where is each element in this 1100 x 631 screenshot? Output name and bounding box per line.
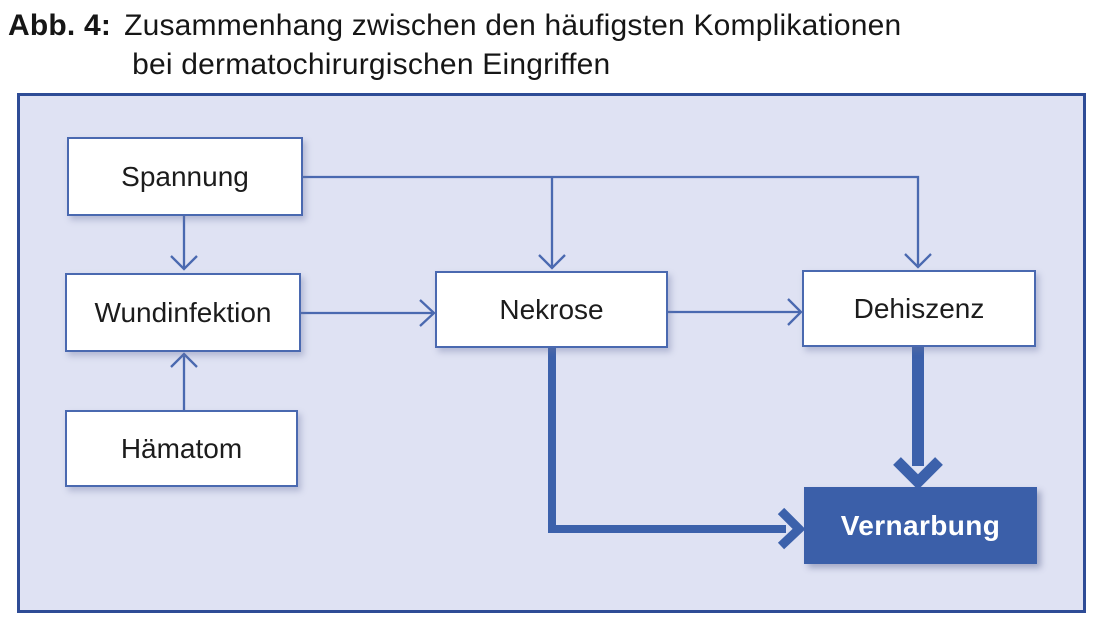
node-label: Nekrose: [499, 293, 604, 325]
node-label: Dehiszenz: [853, 292, 985, 324]
node-nekrose: Nekrose: [435, 271, 668, 348]
figure-caption: Abb. 4: Zusammenhang zwischen den häufig…: [8, 6, 901, 84]
figure-caption-line2: bei dermatochirurgischen Eingriffen: [132, 48, 611, 81]
figure-number-label: Abb. 4:: [8, 9, 112, 42]
node-label: Wundinfektion: [94, 296, 272, 328]
node-label: Spannung: [121, 160, 249, 192]
node-vernarbung: Vernarbung: [804, 487, 1037, 564]
node-wundinfektion: Wundinfektion: [65, 273, 301, 352]
node-dehiszenz: Dehiszenz: [802, 270, 1036, 347]
node-label: Vernarbung: [840, 509, 1001, 541]
node-label: Hämatom: [120, 432, 243, 464]
figure-caption-text: Zusammenhang zwischen den häufigsten Kom…: [124, 6, 901, 84]
node-haematom: Hämatom: [65, 410, 298, 487]
node-spannung: Spannung: [67, 137, 303, 216]
figure-caption-line1: Zusammenhang zwischen den häufigsten Kom…: [124, 9, 902, 42]
